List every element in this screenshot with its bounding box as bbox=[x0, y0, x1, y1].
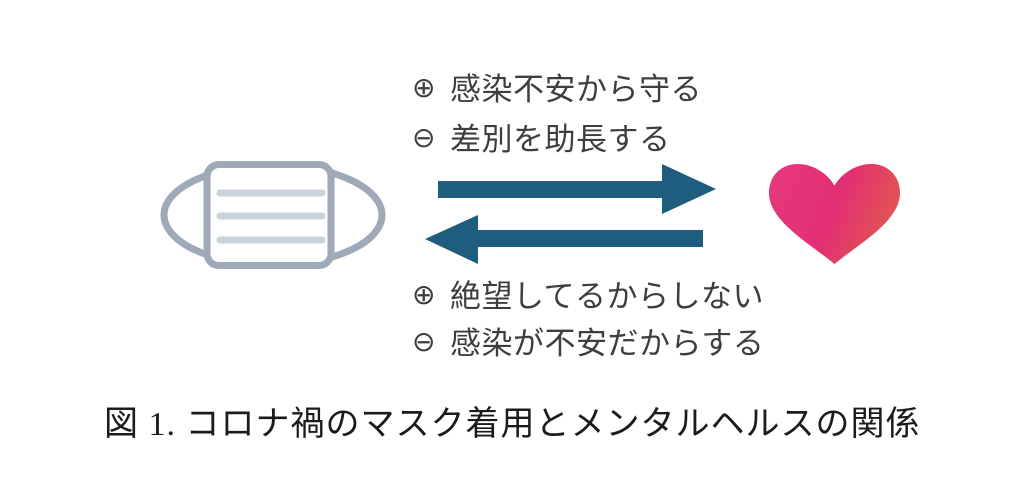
circled-plus-icon: ⊕ bbox=[412, 278, 436, 310]
label-bottom-positive: ⊕ 絶望してるからしない bbox=[412, 271, 764, 316]
label-bottom-negative-text: 感染が不安だからする bbox=[449, 326, 765, 361]
relationship-arrows bbox=[420, 158, 720, 275]
heart-shape bbox=[769, 164, 900, 264]
face-mask-icon bbox=[160, 161, 386, 274]
label-top-negative: ⊖ 差別を助長する bbox=[412, 114, 670, 159]
face-mask-graphic bbox=[160, 161, 386, 269]
label-top-negative-text: 差別を助長する bbox=[449, 122, 671, 157]
label-top-positive-text: 感染不安から守る bbox=[449, 72, 702, 107]
circled-minus-icon: ⊖ bbox=[412, 325, 436, 357]
circled-plus-icon: ⊕ bbox=[412, 71, 436, 103]
arrow-left-icon bbox=[425, 215, 703, 264]
heart-icon bbox=[762, 160, 907, 275]
figure-caption: 図 1. コロナ禍のマスク着用とメンタルヘルスの関係 bbox=[104, 406, 921, 443]
arrows-graphic bbox=[425, 164, 716, 264]
label-top-positive: ⊕ 感染不安から守る bbox=[412, 64, 702, 109]
label-bottom-negative: ⊖ 感染が不安だからする bbox=[412, 318, 764, 363]
circled-minus-icon: ⊖ bbox=[412, 121, 436, 153]
arrow-right-icon bbox=[438, 164, 716, 214]
heart-graphic bbox=[769, 164, 900, 264]
label-bottom-positive-text: 絶望してるからしない bbox=[449, 279, 765, 314]
